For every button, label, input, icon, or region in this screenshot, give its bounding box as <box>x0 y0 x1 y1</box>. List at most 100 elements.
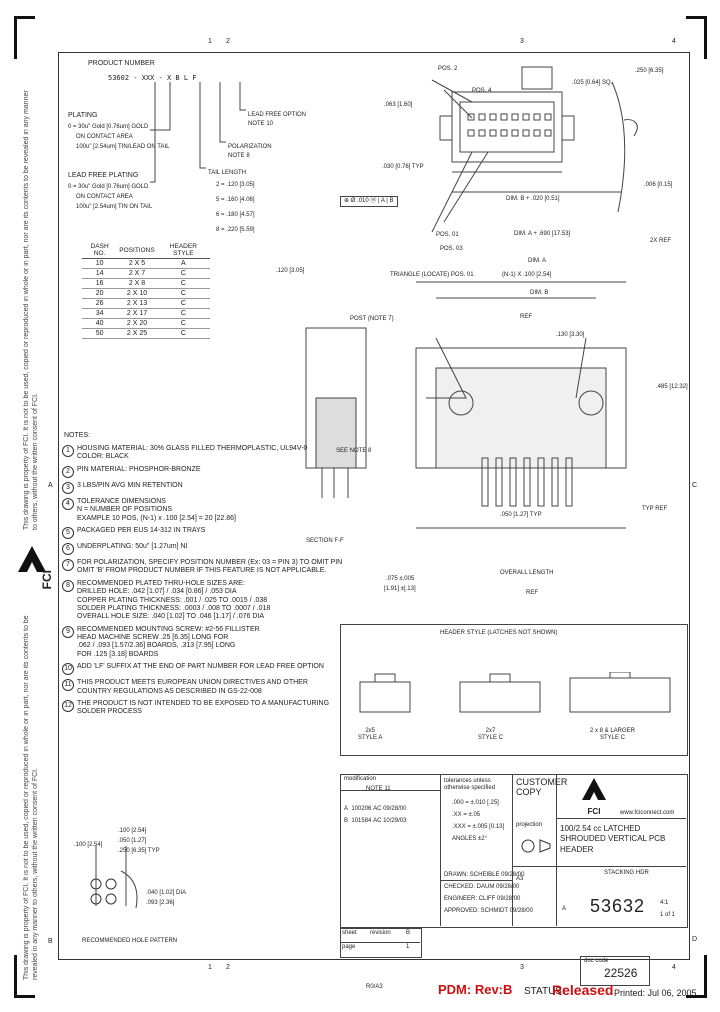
dash-no-cell: 34 <box>82 308 118 319</box>
pin-square <box>522 113 530 121</box>
pin-square <box>522 129 530 137</box>
header-style-a: 2x5 STYLE A <box>358 728 383 741</box>
note-text: TOLERANCE DIMENSIONS N = NUMBER OF POSIT… <box>77 497 236 522</box>
sv-dim-485: .485 [12.32] <box>656 384 688 390</box>
tol-row-4: ANGLES ±2° <box>452 836 488 842</box>
dash-no-cell: 14 <box>82 268 118 279</box>
zone-bottom-3: 3 <box>520 964 524 971</box>
plating-line-1: 0 = 30u" Gold [0.76um] GOLD <box>68 124 149 130</box>
note-number: 5 <box>62 526 74 539</box>
positions-cell: 2 X 8 <box>117 278 157 289</box>
side-disclaimer-2: This drawing is property of FCI. It is n… <box>23 615 40 980</box>
sv-dim-120: .120 [3.05] <box>276 268 305 274</box>
note-text: FOR POLARIZATION, SPECIFY POSITION NUMBE… <box>77 558 343 575</box>
pcb-dim-4: .250 [6.35] TYP <box>118 848 160 854</box>
style-cell: C <box>156 308 210 319</box>
tv-dim-063: .063 [1.60] <box>384 102 413 108</box>
zone-side-a: A <box>48 482 53 489</box>
tv-pos2: POS. 2 <box>438 66 458 72</box>
style-cell: C <box>156 328 210 339</box>
tv-dim-030: .030 [0.76] TYP <box>382 164 424 170</box>
fci-side-text: FCI <box>40 570 54 590</box>
callout-note10: NOTE 10 <box>248 121 274 127</box>
positions-cell: 2 X 7 <box>117 268 157 279</box>
tv-dim-006: .006 [0.15] <box>644 182 673 188</box>
note-number: 1 <box>62 445 74 457</box>
pin-square <box>478 129 486 137</box>
header-style-drawings <box>359 672 671 713</box>
style-cell: A <box>156 258 210 269</box>
pcb-dim-5: .040 [1.02] DIA <box>146 890 187 896</box>
top-view-drawing <box>431 66 638 233</box>
tv-pos01: POS. 01 <box>436 232 459 238</box>
recommended-hole-pattern-label: RECOMMENDED HOLE PATTERN <box>82 938 178 944</box>
note-number: 9 <box>62 625 74 638</box>
note-text: THIS PRODUCT MEETS EUROPEAN UNION DIRECT… <box>77 679 308 695</box>
tv-datum-box: ⊕ Ø .010 ⓜ | A | B <box>340 196 398 207</box>
dash-no-cell: 16 <box>82 278 118 289</box>
sheet-of: 1 of 1 <box>660 912 676 918</box>
positions-cell: 2 X 10 <box>117 288 157 299</box>
note-text: 3 LBS/PIN AVG MIN RETENTION <box>77 481 183 489</box>
sv-overall-ref: REF <box>526 590 538 596</box>
doc-code-box <box>580 956 650 986</box>
callout-tail-6: 6 = .180 [4.57] <box>216 212 255 218</box>
note-number: 8 <box>62 579 74 592</box>
tv-pos4: POS. 4 <box>472 88 492 94</box>
plating-line-2: ON CONTACT AREA <box>76 134 133 140</box>
tv-dim-250: .250 [6.35] <box>635 68 664 74</box>
style-cell: C <box>156 268 210 279</box>
pin-square <box>544 113 552 121</box>
note-text: RECOMMENDED MOUNTING SCREW: #2-56 FILLIS… <box>77 625 260 658</box>
doc-code-value: 22526 <box>604 966 638 980</box>
zone-top-1: 1 <box>208 38 212 45</box>
corner-mark-br <box>686 955 707 998</box>
fci-title-logo: FCI <box>580 776 608 816</box>
positions-col-header: POSITIONS <box>117 242 157 259</box>
notes-heading: NOTES: <box>64 432 91 439</box>
note-number: 4 <box>62 497 74 510</box>
part-pattern: 53602 - XXX - X B L F <box>108 74 197 82</box>
corner-mark-tr <box>686 16 707 59</box>
zone-top-3: 3 <box>520 38 524 45</box>
product-family: STACKING HDR <box>604 870 649 876</box>
note-number: 10 <box>62 663 74 676</box>
size-label: A <box>562 906 567 912</box>
note-text: THE PRODUCT IS NOT INTENDED TO BE EXPOSE… <box>77 700 330 716</box>
note-number: 11 <box>62 679 74 692</box>
fci-logo-icon <box>18 546 46 572</box>
page-label: page <box>342 944 356 950</box>
side-pin <box>537 457 545 507</box>
sv-dim-075-mm: [1.91] ±[.13] <box>384 586 416 592</box>
side-disclaimer: This drawing is property of FCI. It is n… <box>23 90 40 530</box>
tv-dim-a: DIM. A + .690 [17.53] <box>514 231 571 237</box>
file-format: R0/A3 <box>366 984 383 990</box>
rev-col-note: NOTE 11 <box>366 786 391 792</box>
callout-tail-length: TAIL LENGTH <box>208 170 247 176</box>
sv-dim-075: .075 ±.005 <box>386 576 415 582</box>
header-style-heading: HEADER STYLE (LATCHES NOT SHOWN) <box>440 630 558 636</box>
lf-plating-line-1: 0 = 30u" Gold [0.76um] GOLD <box>68 184 149 190</box>
note-number: 2 <box>62 465 74 478</box>
zone-side-b: B <box>48 938 53 945</box>
positions-cell: 2 X 20 <box>117 318 157 329</box>
drawing-number: 53632 <box>590 896 646 916</box>
format-label: A3 <box>516 876 524 882</box>
